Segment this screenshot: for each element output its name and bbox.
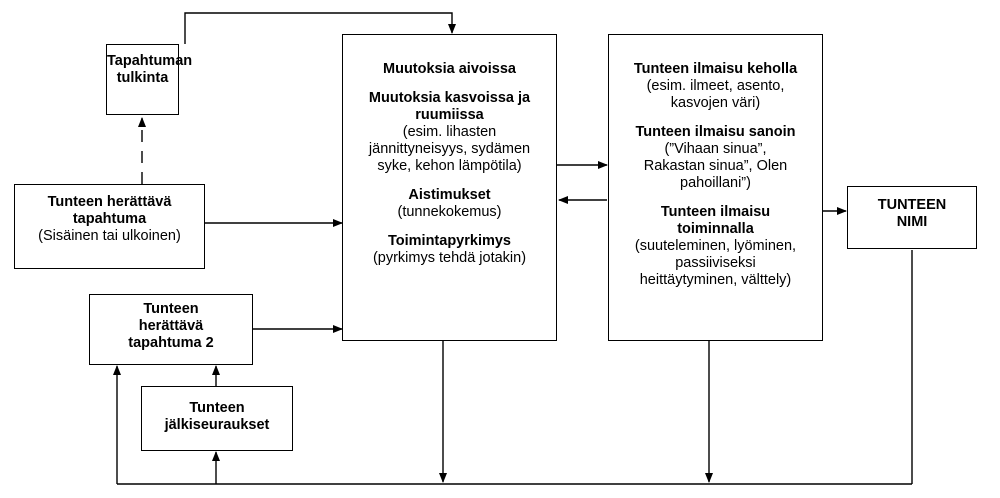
expression-body-note-1: (esim. ilmeet, asento, — [646, 78, 785, 94]
name-title-2: NIMI — [896, 214, 928, 230]
consequences-title-2: jälkiseuraukset — [164, 417, 270, 433]
expression-words-title: Tunteen ilmaisu sanoin — [635, 124, 796, 140]
arrow-interpretation-to-changes — [184, 12, 456, 44]
interpretation-title-2: tulkinta — [116, 70, 169, 86]
changes-sensations-note: (tunnekokemus) — [397, 204, 502, 220]
trigger-title-2: tapahtuma — [72, 211, 147, 227]
expression-words-note-3: pahoillani”) — [680, 175, 751, 191]
expression-body-note-2: kasvojen väri) — [670, 95, 761, 111]
expression-words-note-2: Rakastan sinua”, Olen — [643, 158, 788, 174]
expression-body-title: Tunteen ilmaisu keholla — [633, 61, 798, 77]
box-emotion-name: TUNTEEN NIMI — [847, 186, 977, 249]
interpretation-title-1: Tapahtuman — [107, 53, 193, 69]
box-consequences: Tunteen jälkiseuraukset — [141, 386, 293, 451]
name-title-1: TUNTEEN — [877, 197, 947, 213]
expression-action-title-2: toiminnalla — [677, 221, 754, 237]
box-expression: Tunteen ilmaisu keholla (esim. ilmeet, a… — [608, 34, 823, 341]
expression-action-title-1: Tunteen ilmaisu — [660, 204, 771, 220]
box-tapahtuman-tulkinta: Tapahtuman tulkinta — [106, 44, 193, 115]
changes-body-note-1: (esim. lihasten — [402, 124, 497, 140]
expression-action-note-3: heittäytyminen, välttely) — [639, 272, 792, 288]
box-trigger-event: Tunteen herättävä tapahtuma (Sisäinen ta… — [14, 184, 205, 269]
expression-words-note-1: (”Vihaan sinua”, — [664, 141, 767, 157]
changes-body-note-3: syke, kehon lämpötila) — [377, 158, 522, 174]
trigger2-title-1: Tunteen — [143, 301, 199, 317]
box-changes: Muutoksia aivoissa Muutoksia kasvoissa j… — [342, 34, 557, 341]
changes-action-note: (pyrkimys tehdä jotakin) — [372, 250, 527, 266]
expression-action-note-2: passiiviseksi — [675, 255, 756, 271]
changes-sensations: Aistimukset — [408, 187, 491, 203]
box-trigger-event-2: Tunteen herättävä tapahtuma 2 — [89, 294, 253, 365]
changes-brain: Muutoksia aivoissa — [383, 61, 516, 77]
consequences-title-1: Tunteen — [189, 400, 245, 416]
trigger2-title-2: herättävä — [138, 318, 204, 334]
changes-action: Toimintapyrkimys — [387, 233, 512, 249]
trigger-title-1: Tunteen herättävä — [47, 194, 172, 210]
expression-action-note-1: (suuteleminen, lyöminen, — [634, 238, 797, 254]
trigger-note: (Sisäinen tai ulkoinen) — [38, 228, 181, 244]
changes-body-1: Muutoksia kasvoissa ja — [368, 90, 531, 106]
trigger2-title-3: tapahtuma 2 — [128, 335, 214, 351]
changes-body-note-2: jännittyneisyys, sydämen — [368, 141, 531, 157]
changes-body-2: ruumiissa — [415, 107, 484, 123]
